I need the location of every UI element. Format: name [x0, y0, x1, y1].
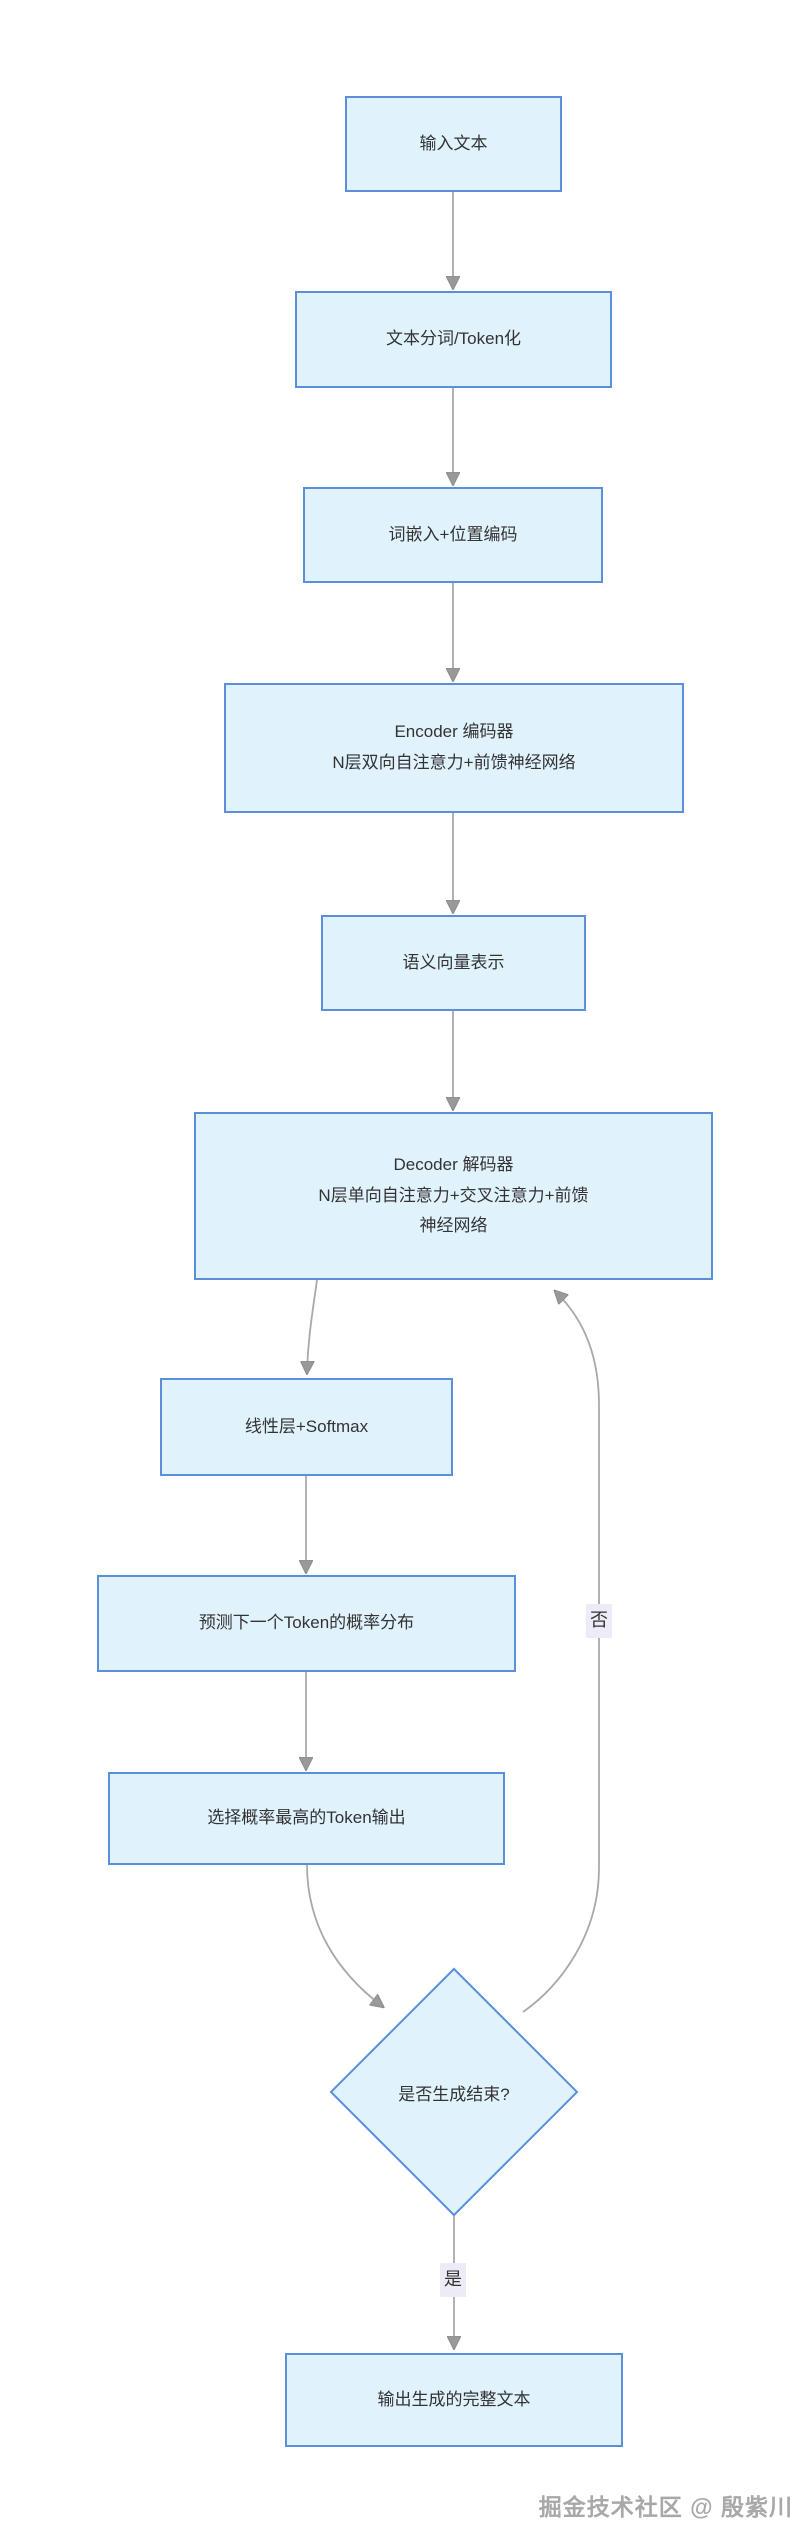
node-semantic-vector: 语义向量表示 [321, 915, 586, 1011]
node-output-text: 输出生成的完整文本 [285, 2353, 623, 2447]
edge-decoder-to-linear [307, 1279, 318, 1372]
node-encoder: Encoder 编码器 N层双向自注意力+前馈神经网络 [224, 683, 684, 813]
node-tokenize: 文本分词/Token化 [295, 291, 612, 388]
node-decoder: Decoder 解码器 N层单向自注意力+交叉注意力+前馈 神经网络 [194, 1112, 713, 1280]
node-predict-probability: 预测下一个Token的概率分布 [97, 1575, 516, 1672]
node-input-text: 输入文本 [345, 96, 562, 192]
watermark-text: 掘金技术社区 @ 殷紫川 [538, 2494, 793, 2520]
edge-select-to-decision [306, 1864, 382, 2006]
edge-label-yes: 是 [440, 2263, 466, 2297]
node-select-token: 选择概率最高的Token输出 [108, 1772, 505, 1865]
decision-label: 是否生成结束? [398, 2084, 510, 2104]
node-linear-softmax: 线性层+Softmax [160, 1378, 453, 1476]
node-end-decision: 是否生成结束? [329, 1967, 579, 2217]
node-embedding-positional-encoding: 词嵌入+位置编码 [303, 487, 603, 583]
edge-decision-no-loop-to-decoder [522, 1292, 600, 2013]
edge-label-no: 否 [586, 1604, 612, 1638]
